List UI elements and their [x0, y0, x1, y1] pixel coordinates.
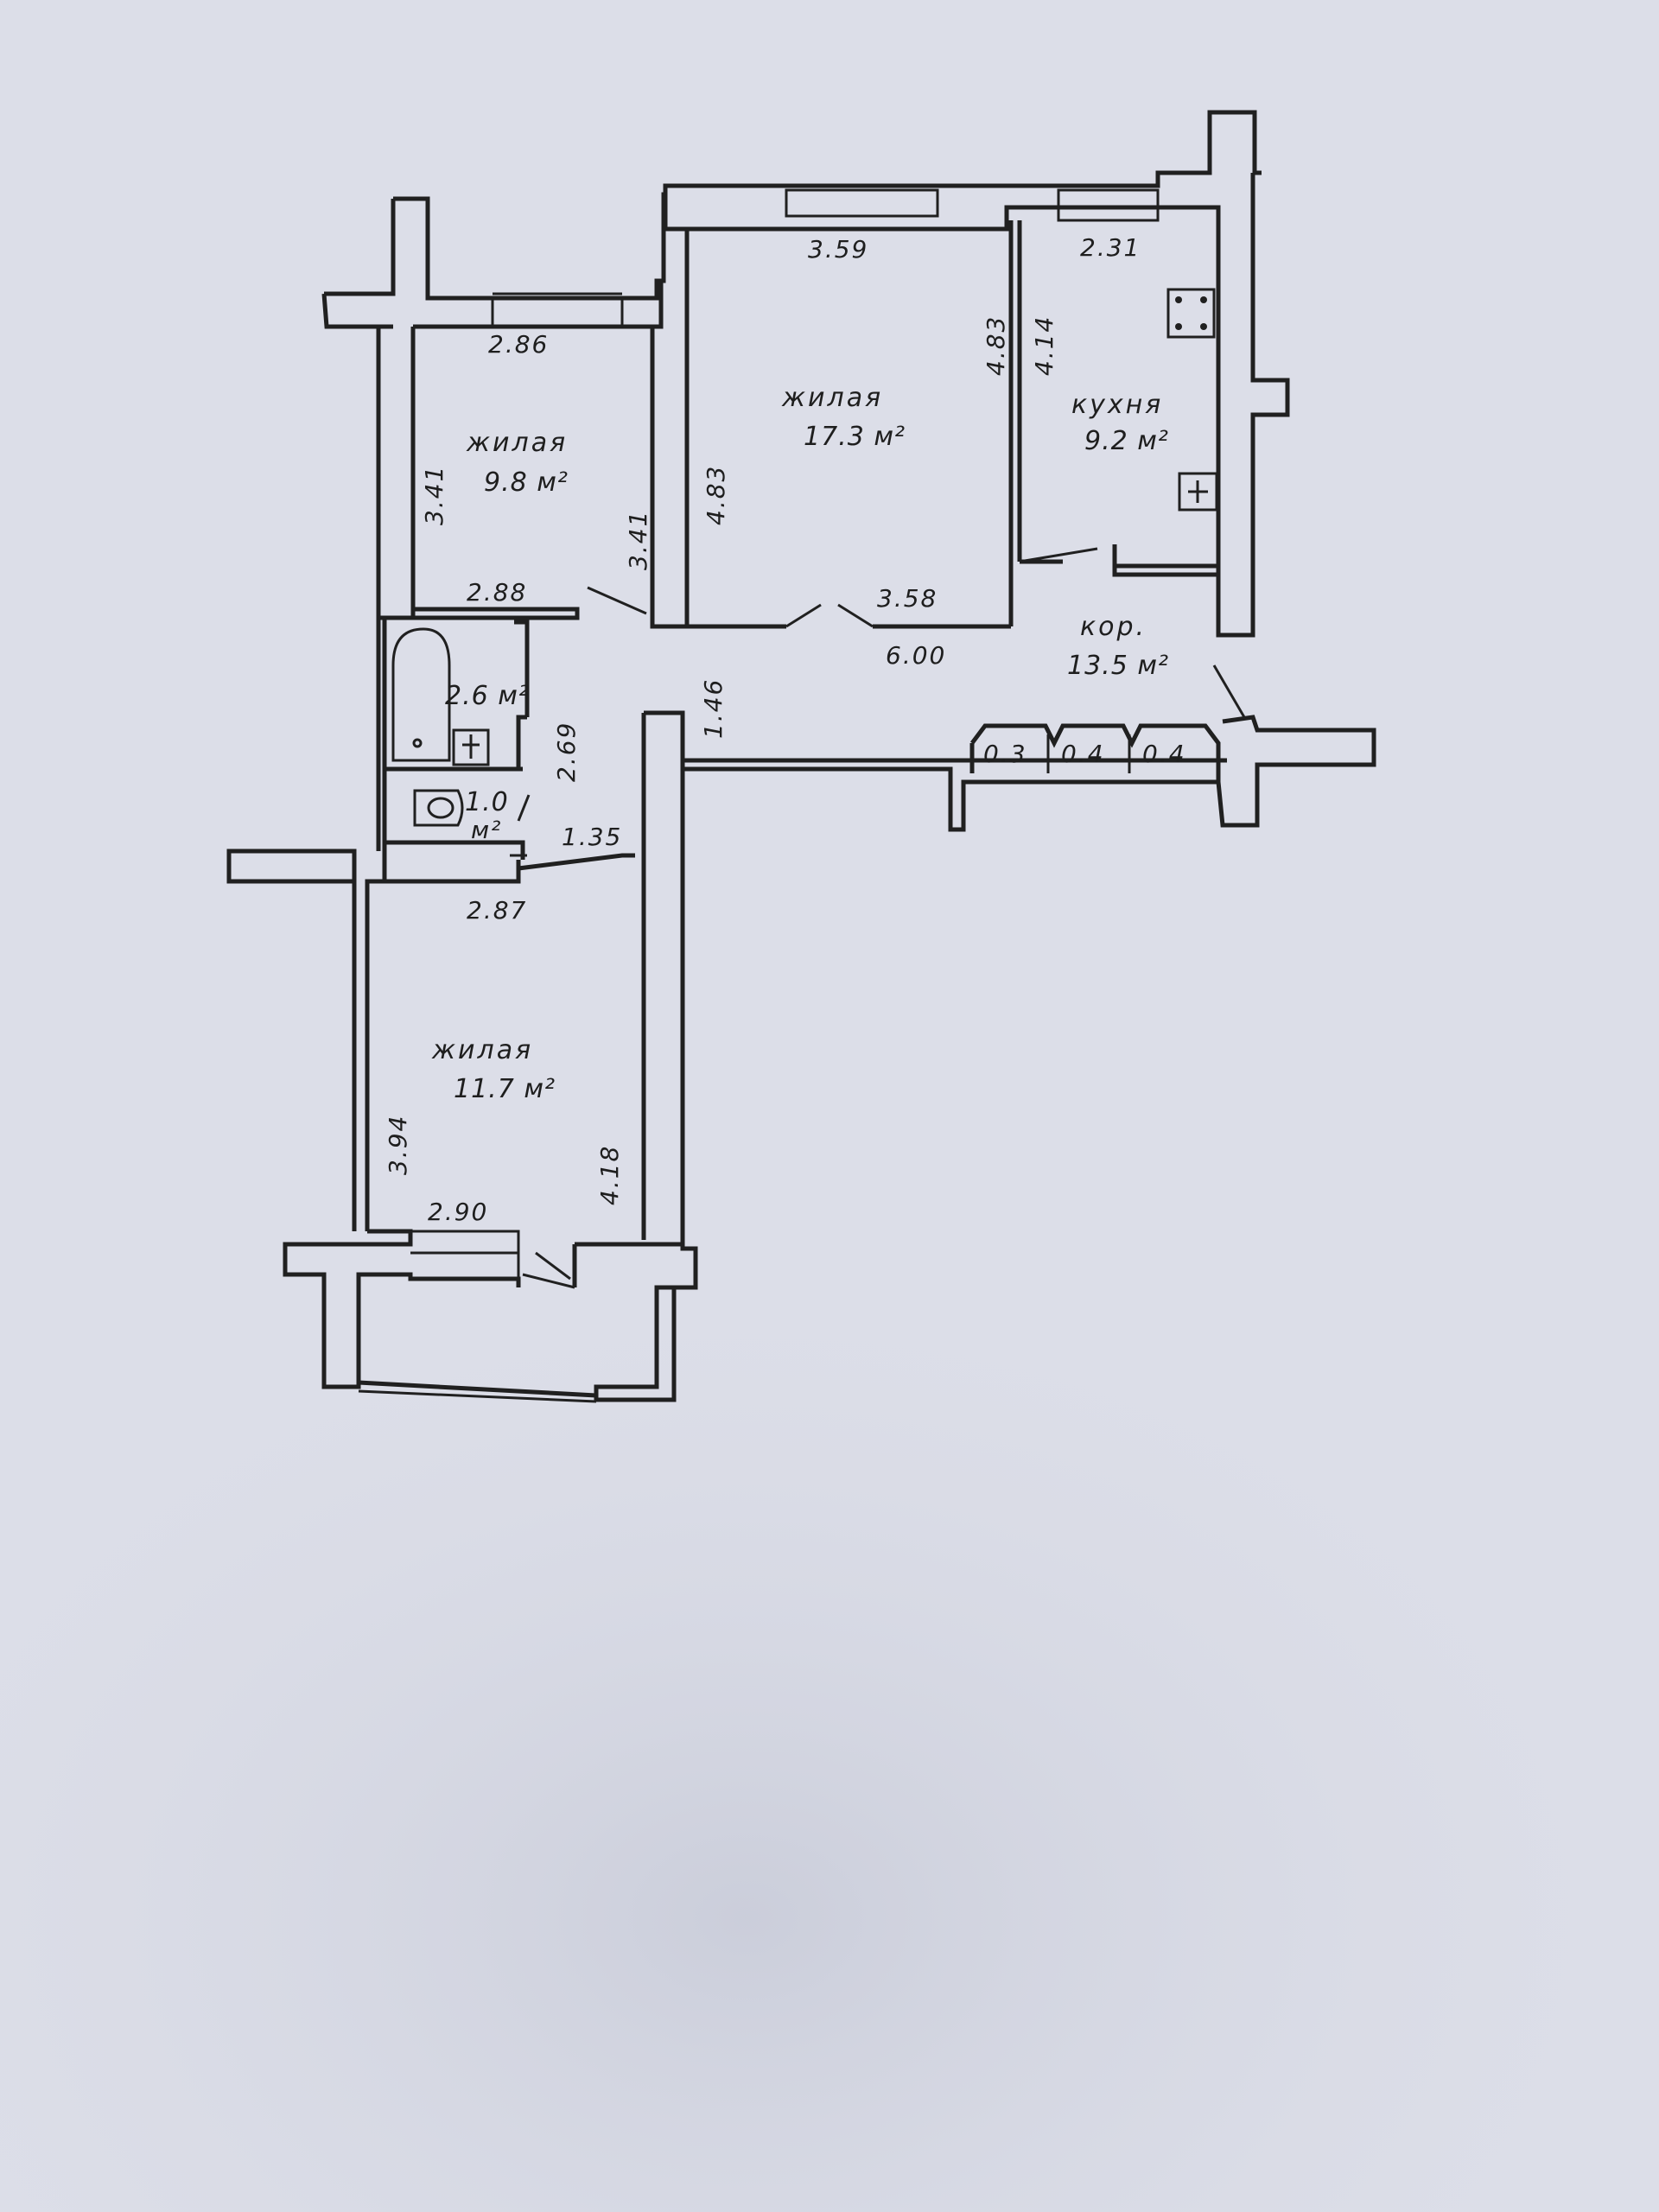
- dim-bedroom-nw-bottom: 2.88: [467, 578, 527, 607]
- kitchen-sink: [1178, 472, 1218, 512]
- room-area-kitchen: 9.2 м²: [1084, 426, 1169, 456]
- wall-nw-stub: [321, 199, 396, 329]
- room-name-corridor: кор.: [1080, 612, 1147, 642]
- wall-bedroom-s-bottom: [283, 1229, 521, 1389]
- room-labels: жилая 9.8 м² жилая 17.3 м² кухня 9.2 м² …: [431, 383, 1169, 1104]
- dim-living-height-right: 4.83: [982, 315, 1010, 376]
- closet-label-3: 0.4: [1142, 740, 1186, 768]
- stove-burner: [1200, 296, 1207, 303]
- window-bedroom-s: [410, 1230, 520, 1287]
- bathtub: [391, 627, 451, 762]
- dim-corridor-width: 1.46: [699, 678, 728, 739]
- wall-west-middle: [376, 618, 387, 877]
- dim-bedroom-s-height-left: 3.94: [384, 1115, 412, 1175]
- room-name-kitchen: кухня: [1071, 390, 1163, 420]
- kitchen-door-swing: [1019, 547, 1098, 563]
- walls: [226, 110, 1376, 1403]
- stove-burner: [1200, 323, 1207, 330]
- wall-partition-bedroom-living: [650, 229, 690, 629]
- closet-dividers: [1046, 734, 1131, 773]
- dim-living-bottom: 3.58: [877, 584, 938, 613]
- room-area-corridor: 13.5 м²: [1067, 651, 1169, 681]
- dim-bedroom-s-bottom: 2.90: [428, 1198, 488, 1226]
- dim-bedroom-s-height-right: 4.18: [595, 1145, 624, 1205]
- corridor-door-swing: [1212, 664, 1246, 718]
- dim-corridor-length: 6.00: [886, 641, 946, 670]
- bath-door-swing: [510, 794, 531, 857]
- balcony-rail: [358, 1389, 597, 1403]
- room-area-bath: 2.6 м²: [445, 681, 530, 711]
- dim-bedroom-nw-width: 2.86: [488, 330, 549, 359]
- wall-corridor-south: [683, 758, 1227, 832]
- dim-kitchen-height: 4.14: [1030, 315, 1058, 376]
- balcony: [358, 1380, 597, 1398]
- bath-sink: [452, 728, 490, 766]
- closet-label-1: 0.3: [983, 740, 1027, 768]
- room-area-wc-value: 1.0: [465, 787, 509, 817]
- room-area-living: 17.3 м²: [804, 422, 906, 452]
- dim-living-height-left: 4.83: [702, 465, 730, 525]
- stove-burner: [1175, 323, 1182, 330]
- wall-closets: [969, 723, 1221, 782]
- dim-hall-width: 1.35: [562, 823, 622, 851]
- dim-bedroom-s-top: 2.87: [467, 896, 527, 925]
- room-name-bedroom-nw: жилая: [466, 428, 568, 458]
- window-kitchen: [1057, 188, 1160, 222]
- room-name-living: жилая: [781, 383, 883, 413]
- dim-bath-height: 2.69: [552, 721, 581, 782]
- wall-east: [1216, 173, 1290, 638]
- wall-bedroom-s-west: [352, 879, 385, 1231]
- living-door-swing: [785, 603, 874, 628]
- room-area-bedroom-s: 11.7 м²: [454, 1074, 556, 1104]
- room-area-bedroom-nw: 9.8 м²: [484, 467, 569, 498]
- room-name-bedroom-s: жилая: [431, 1035, 533, 1065]
- stove-burner: [1175, 296, 1182, 303]
- wall-living-top: [663, 186, 1221, 232]
- toilet-bowl: [427, 797, 454, 819]
- wall-bedroom-s-top: [382, 853, 635, 884]
- wall-bathroom: [385, 615, 530, 860]
- dim-bedroom-nw-height-left: 3.41: [420, 465, 448, 525]
- paper-shadow: [0, 1037, 1659, 2212]
- room-area-wc-unit: м²: [471, 816, 502, 844]
- dim-kitchen-width: 2.31: [1080, 233, 1141, 262]
- dimension-labels: 2.86 3.59 2.31 3.41 3.41 4.83 4.83 4.14 …: [384, 233, 1186, 1226]
- wall-bedroom-s-se: [572, 1242, 698, 1402]
- closet-label-2: 0.4: [1061, 740, 1105, 768]
- dim-bedroom-nw-height-right: 3.41: [624, 510, 652, 570]
- toilet: [413, 789, 464, 827]
- window-living: [785, 188, 939, 218]
- bathtub-drain: [412, 738, 423, 748]
- window-bedroom-nw: [491, 292, 624, 327]
- bedroom-nw-door-swing: [587, 586, 647, 615]
- dim-living-width: 3.59: [808, 235, 868, 264]
- stove: [1166, 288, 1216, 339]
- bedroom-s-door-swing: [522, 1251, 575, 1289]
- wall-east-stub: [1216, 715, 1376, 828]
- wall-partition-living-kitchen: [1008, 220, 1022, 626]
